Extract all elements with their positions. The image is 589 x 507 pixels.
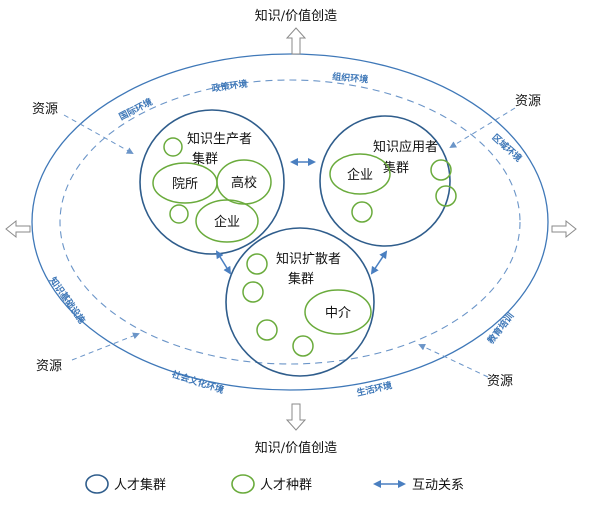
- inner-dashed-boundary: [59, 79, 521, 365]
- applier-cluster-title-line1: 知识应用者: [373, 139, 438, 155]
- applier-pop-small-2: [435, 185, 457, 207]
- diffuser-cluster-circle: [225, 227, 375, 377]
- env-label-infrastructure: 知识基础设施: [46, 274, 87, 326]
- applier-pop-small-3: [351, 201, 373, 223]
- legend-population-symbol: [231, 474, 255, 494]
- env-label-social-culture: 社会文化环境: [169, 368, 225, 396]
- diffuser-pop-intermediary: [304, 289, 372, 335]
- producer-cluster-title-line1: 知识生产者: [187, 131, 252, 147]
- diffuser-pop-small-left: [242, 281, 264, 303]
- diffuser-pop-small-bottom: [292, 335, 314, 357]
- resource-label-bottom-left: 资源: [36, 359, 62, 374]
- resource-arrow-top-left: [63, 114, 134, 154]
- left-output-arrow: [5, 219, 31, 239]
- producer-pop-enterprise: [195, 199, 259, 243]
- env-label-regional: 区域环境: [490, 131, 525, 164]
- legend-interaction-label: 互动关系: [412, 478, 464, 493]
- interaction-arrow-applier-diffuser: [370, 250, 388, 275]
- right-output-arrow: [551, 219, 577, 239]
- legend: 人才集群 人才种群 互动关系: [85, 474, 464, 494]
- bottom-output-arrow: [285, 403, 307, 431]
- applier-pop-enterprise-label: 企业: [347, 167, 373, 183]
- diffuser-pop-small-top: [246, 253, 268, 275]
- env-label-international: 国际环境: [117, 96, 155, 123]
- resource-arrow-bottom-right: [418, 343, 489, 378]
- legend-cluster-label: 人才集群: [114, 477, 166, 493]
- resource-label-top-left: 资源: [32, 102, 58, 117]
- top-output-arrow: [285, 27, 307, 55]
- applier-pop-enterprise: [329, 153, 391, 195]
- producer-pop-enterprise-label: 企业: [214, 214, 240, 230]
- producer-cluster-title-line2: 集群: [192, 151, 218, 167]
- producer-pop-university-label: 高校: [231, 175, 257, 191]
- outer-environment-ellipse: [31, 53, 549, 391]
- legend-cluster-symbol: [85, 474, 109, 494]
- diffuser-cluster-title-line2: 集群: [288, 271, 314, 287]
- producer-pop-institute-label: 院所: [172, 177, 198, 192]
- env-label-policy: 政策环境: [211, 78, 248, 95]
- applier-cluster-title-line2: 集群: [383, 160, 409, 176]
- bottom-output-label: 知识/价值创造: [255, 440, 337, 456]
- resource-arrow-top-right: [449, 107, 516, 149]
- producer-cluster-circle: [139, 109, 285, 255]
- top-output-label: 知识/价值创造: [255, 8, 337, 24]
- producer-pop-small-top: [163, 137, 183, 157]
- resource-arrow-bottom-left: [71, 332, 140, 361]
- resource-label-bottom-right: 资源: [487, 374, 513, 389]
- diffuser-pop-small-mid: [256, 319, 278, 341]
- applier-cluster-circle: [319, 115, 451, 247]
- diffuser-pop-intermediary-label: 中介: [325, 306, 351, 321]
- resource-label-top-right: 资源: [515, 94, 541, 109]
- diffuser-cluster-title-line1: 知识扩散者: [276, 251, 341, 267]
- legend-population-label: 人才种群: [260, 478, 312, 493]
- producer-pop-small-bottom: [169, 204, 189, 224]
- interaction-arrow-producer-diffuser: [215, 250, 232, 275]
- env-label-organization: 组织环境: [332, 70, 369, 85]
- applier-pop-small-1: [430, 159, 452, 181]
- env-label-living: 生活环境: [355, 379, 393, 399]
